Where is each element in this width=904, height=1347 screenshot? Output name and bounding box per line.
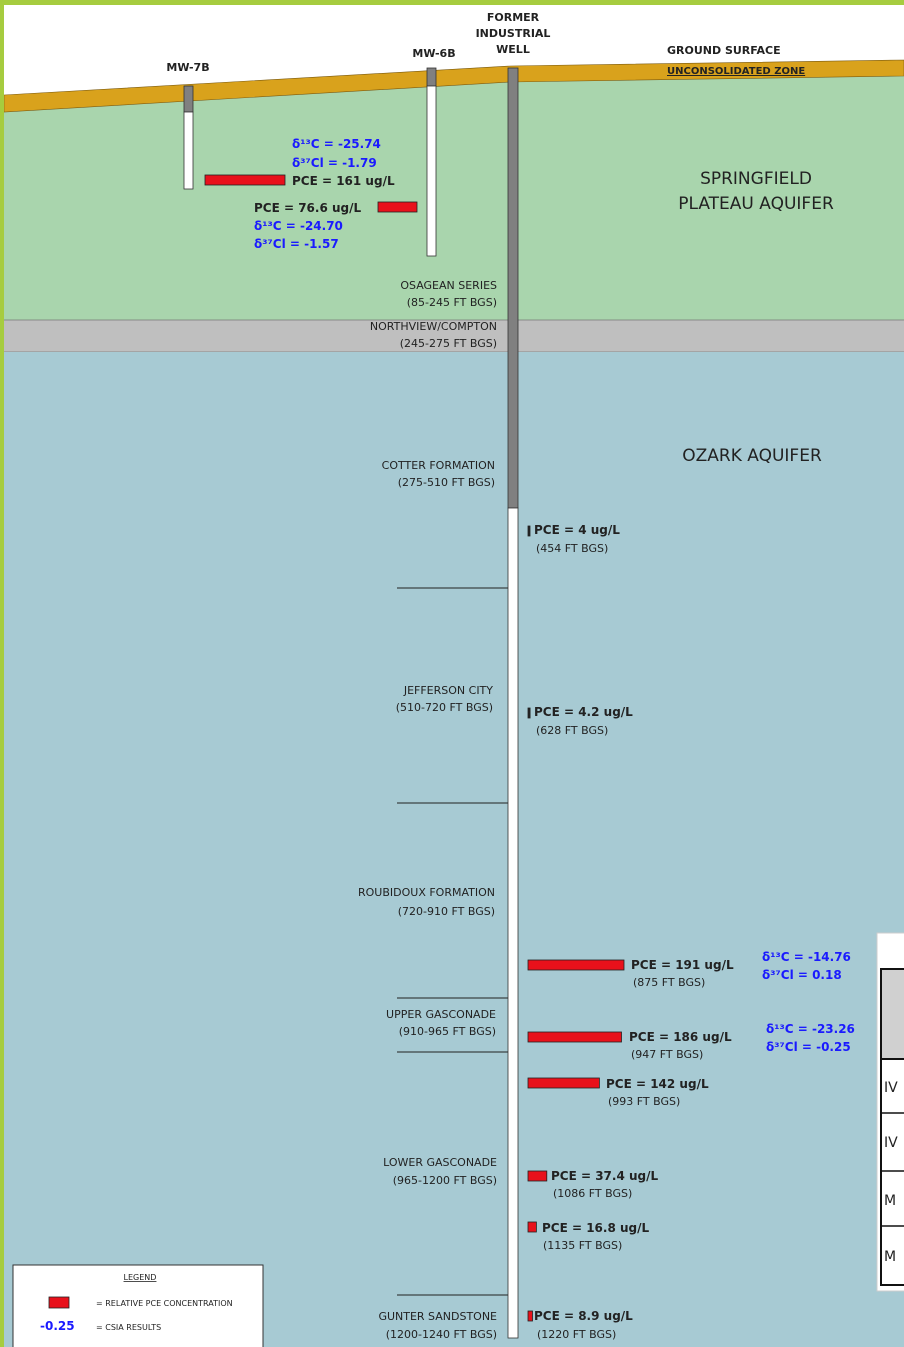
- formation-name: JEFFERSON CITY: [403, 684, 493, 697]
- legend-csia-symbol: -0.25: [40, 1319, 75, 1333]
- formation-range: (245-275 FT BGS): [400, 337, 497, 350]
- industrial-well-casing: [508, 68, 518, 508]
- sample-pce-bar: [528, 960, 624, 970]
- mw6b-c13: δ¹³C = -24.70: [254, 219, 343, 233]
- mw7b-label: MW-7B: [166, 61, 209, 74]
- frame-top: [0, 0, 904, 5]
- sample-depth: (1135 FT BGS): [543, 1239, 622, 1252]
- sample-depth: (628 FT BGS): [536, 724, 608, 737]
- sample-pce: PCE = 4 ug/L: [534, 523, 620, 537]
- sample-pce: PCE = 16.8 ug/L: [542, 1221, 650, 1235]
- formation-name: ROUBIDOUX FORMATION: [358, 886, 495, 899]
- mw7b-pce: PCE = 161 ug/L: [292, 174, 395, 188]
- legend-pce-swatch: [49, 1297, 69, 1308]
- legend-pce-text: = RELATIVE PCE CONCENTRATION: [96, 1299, 233, 1308]
- sample-pce: PCE = 4.2 ug/L: [534, 705, 633, 719]
- ozark-label: OZARK AQUIFER: [682, 446, 822, 466]
- formation-range: (965-1200 FT BGS): [393, 1174, 497, 1187]
- sample-pce-bar: [528, 1171, 547, 1181]
- sample-pce-bar: [528, 526, 530, 536]
- former-well-label-1: FORMER: [487, 11, 540, 24]
- sample-pce-bar: [528, 1311, 533, 1321]
- table-cell: M: [884, 1249, 896, 1265]
- sample-depth: (993 FT BGS): [608, 1095, 680, 1108]
- formation-name: LOWER GASCONADE: [383, 1156, 497, 1169]
- table-cell: M: [884, 1193, 896, 1209]
- ozark-aquifer-zone: [4, 352, 904, 1347]
- legend: LEGEND = RELATIVE PCE CONCENTRATION -0.2…: [13, 1265, 263, 1347]
- sample-pce-bar: [528, 1032, 622, 1042]
- formation-range: (1200-1240 FT BGS): [386, 1328, 497, 1341]
- formation-range: (275-510 FT BGS): [398, 476, 495, 489]
- legend-title: LEGEND: [124, 1273, 157, 1282]
- former-well-label-3: WELL: [496, 43, 530, 56]
- sample-pce: PCE = 37.4 ug/L: [551, 1169, 659, 1183]
- springfield-label-1: SPRINGFIELD: [700, 169, 812, 189]
- formation-range: (720-910 FT BGS): [398, 905, 495, 918]
- sample-pce: PCE = 186 ug/L: [629, 1030, 732, 1044]
- former-well-label-2: INDUSTRIAL: [476, 27, 551, 40]
- formation-name: NORTHVIEW/COMPTON: [370, 320, 497, 333]
- formation-range: (85-245 FT BGS): [407, 296, 497, 309]
- sample-pce: PCE = 191 ug/L: [631, 958, 734, 972]
- formation-name: COTTER FORMATION: [382, 459, 495, 472]
- mw6b-pce-bar: [378, 202, 417, 212]
- sample-depth: (947 FT BGS): [631, 1048, 703, 1061]
- sample-depth: (1220 FT BGS): [537, 1328, 616, 1341]
- mw6b-casing: [427, 68, 436, 86]
- sample-pce: PCE = 8.9 ug/L: [534, 1309, 633, 1323]
- industrial-well-open-hole: [508, 508, 518, 1338]
- table-cell: IV: [884, 1135, 898, 1151]
- ground-surface-label: GROUND SURFACE: [667, 44, 781, 57]
- sample-depth: (454 FT BGS): [536, 542, 608, 555]
- frame-left: [0, 0, 4, 1347]
- mw7b-c13: δ¹³C = -25.74: [292, 137, 381, 151]
- formation-name: OSAGEAN SERIES: [400, 279, 497, 292]
- sample-c13: δ¹³C = -14.76: [762, 950, 851, 964]
- springfield-label-2: PLATEAU AQUIFER: [678, 194, 834, 214]
- formation-name: UPPER GASCONADE: [386, 1008, 496, 1021]
- sample-c13: δ¹³C = -23.26: [766, 1022, 855, 1036]
- unconsolidated-zone-label: UNCONSOLIDATED ZONE: [667, 66, 805, 77]
- formation-name: GUNTER SANDSTONE: [378, 1310, 497, 1323]
- mw6b-screen: [427, 86, 436, 256]
- formation-range: (510-720 FT BGS): [396, 701, 493, 714]
- mw7b-pce-bar: [205, 175, 285, 185]
- sample-pce-bar: [528, 708, 530, 718]
- sample-pce: PCE = 142 ug/L: [606, 1077, 709, 1091]
- sample-pce-bar: [528, 1078, 599, 1088]
- mw7b-casing: [184, 86, 193, 112]
- legend-csia-text: = CSIA RESULTS: [96, 1323, 161, 1332]
- mw6b-pce: PCE = 76.6 ug/L: [254, 201, 362, 215]
- sample-depth: (875 FT BGS): [633, 976, 705, 989]
- sample-cl37: δ³⁷Cl = -0.25: [766, 1040, 851, 1054]
- sample-depth: (1086 FT BGS): [553, 1187, 632, 1200]
- csia-table: IV IV M M: [877, 933, 904, 1291]
- table-cell: IV: [884, 1080, 898, 1096]
- sample-cl37: δ³⁷Cl = 0.18: [762, 968, 842, 982]
- mw6b-label: MW-6B: [412, 47, 455, 60]
- formation-range: (910-965 FT BGS): [399, 1025, 496, 1038]
- sample-pce-bar: [528, 1222, 536, 1232]
- mw6b-cl37: δ³⁷Cl = -1.57: [254, 237, 339, 251]
- mw7b-screen: [184, 112, 193, 189]
- mw7b-cl37: δ³⁷Cl = -1.79: [292, 156, 377, 170]
